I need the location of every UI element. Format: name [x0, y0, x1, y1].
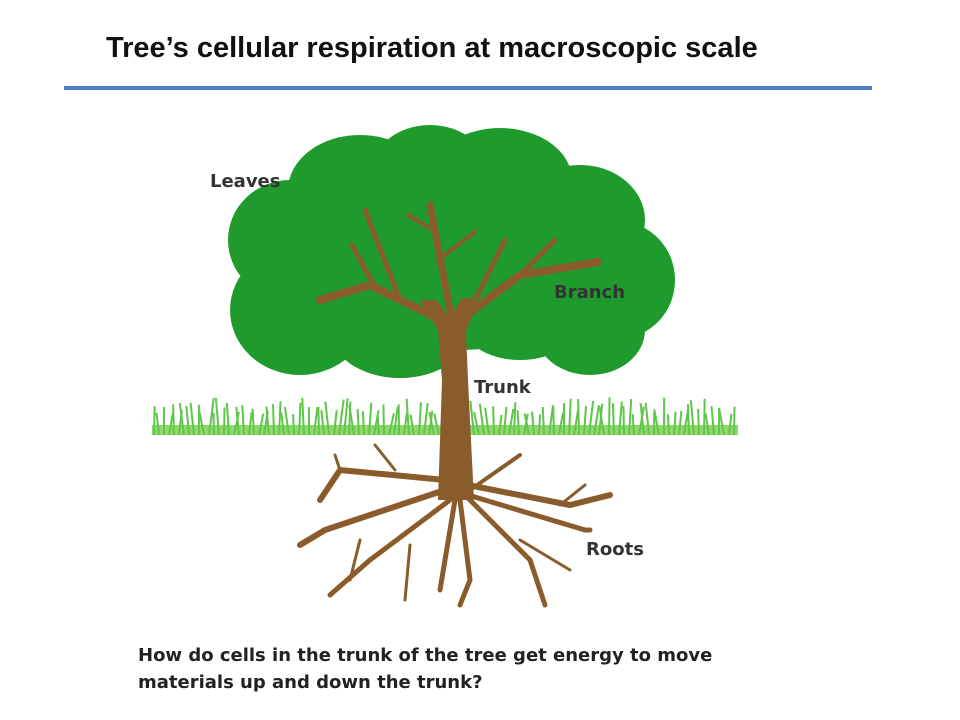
tree-canopy [228, 125, 675, 378]
label-leaves: Leaves [210, 171, 281, 192]
tree-branches [316, 201, 602, 326]
label-trunk: Trunk [474, 377, 531, 398]
tree-roots [297, 443, 613, 608]
title-divider [64, 86, 872, 90]
label-roots: Roots [586, 539, 644, 560]
slide-title: Tree’s cellular respiration at macroscop… [106, 32, 758, 64]
label-branch: Branch [554, 282, 626, 303]
discussion-question: How do cells in the trunk of the tree ge… [138, 645, 713, 693]
tree-trunk [420, 298, 478, 500]
